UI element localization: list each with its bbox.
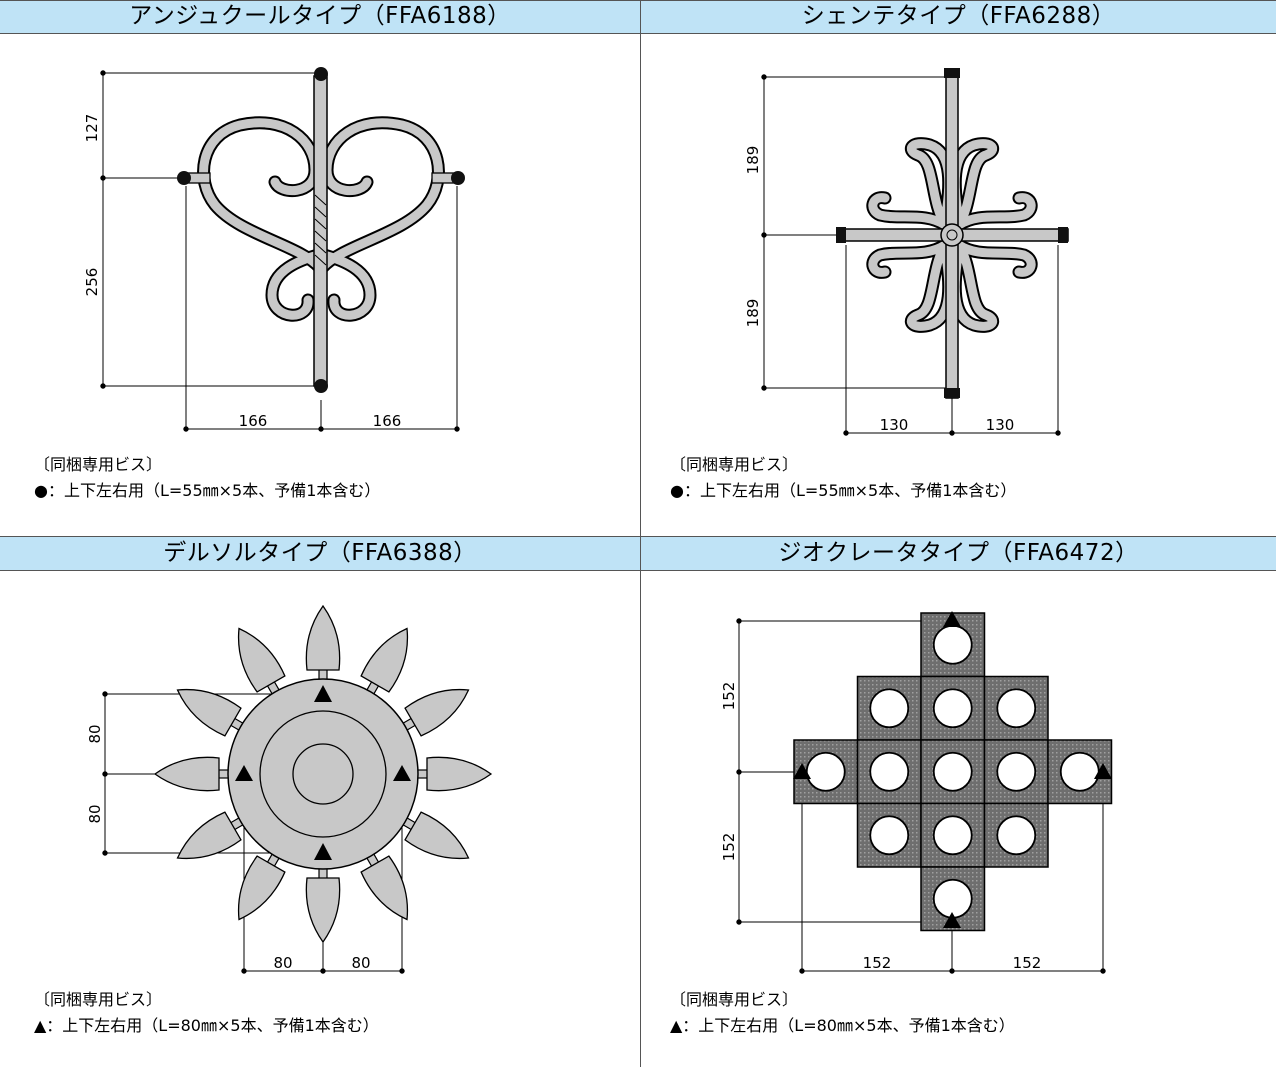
notes-title: 〔同梱専用ビス〕 bbox=[34, 455, 163, 474]
dim-189-top: 189 bbox=[744, 146, 762, 175]
dim-152-bottom: 152 bbox=[720, 833, 738, 862]
block-hole bbox=[805, 751, 846, 792]
dim-80-top: 80 bbox=[86, 724, 104, 743]
screw-notes: 〔同梱専用ビス〕 ●：上下左右用（L=55㎜×5本、予備1本含む） bbox=[670, 452, 1016, 504]
panel-angecoeur: アンジュクールタイプ（FFA6188） 127 256 166 166 bbox=[0, 0, 640, 536]
sciente-ornament bbox=[866, 137, 1038, 333]
geocrater-diagram: 152 152 152 152 bbox=[720, 611, 1113, 974]
panel-title: アンジュクールタイプ（FFA6188） bbox=[0, 0, 640, 34]
sun-ray bbox=[153, 756, 232, 792]
dim-152-right: 152 bbox=[1013, 954, 1042, 972]
block-hole bbox=[869, 815, 910, 856]
notes-title: 〔同梱専用ビス〕 bbox=[670, 455, 799, 474]
notes-line: ●：上下左右用（L=55㎜×5本、予備1本含む） bbox=[670, 481, 1017, 500]
panel-title: シェンテタイプ（FFA6288） bbox=[641, 0, 1276, 34]
block-hole bbox=[932, 688, 973, 729]
grid-divider-top bbox=[0, 0, 1276, 1]
notes-title: 〔同梱専用ビス〕 bbox=[670, 990, 799, 1009]
sun-ray bbox=[305, 865, 341, 944]
dim-152-left: 152 bbox=[863, 954, 892, 972]
dim-130-left: 130 bbox=[880, 416, 909, 434]
geocrater-blocks bbox=[793, 612, 1113, 932]
block-hole bbox=[996, 751, 1037, 792]
sun-ray bbox=[414, 756, 493, 792]
dim-166-left: 166 bbox=[239, 412, 268, 430]
angecoeur-ornament bbox=[197, 116, 445, 322]
block-hole bbox=[932, 815, 973, 856]
notes-line: ▲：上下左右用（L=80㎜×5本、予備1本含む） bbox=[34, 1016, 379, 1035]
dim-127: 127 bbox=[83, 114, 101, 143]
notes-title: 〔同梱専用ビス〕 bbox=[34, 990, 163, 1009]
dim-166-right: 166 bbox=[373, 412, 402, 430]
dim-130-right: 130 bbox=[986, 416, 1015, 434]
block-hole bbox=[932, 878, 973, 919]
dim-189-bottom: 189 bbox=[744, 299, 762, 328]
dim-256: 256 bbox=[83, 268, 101, 297]
dim-80-left: 80 bbox=[273, 954, 292, 972]
delsol-diagram: 80 80 80 80 bbox=[86, 604, 493, 974]
block-hole bbox=[996, 688, 1037, 729]
block-hole bbox=[1059, 751, 1100, 792]
panel-sciente: シェンテタイプ（FFA6288） 189 189 130 130 bbox=[641, 0, 1276, 536]
sun-ray bbox=[305, 604, 341, 683]
screw-notes: 〔同梱専用ビス〕 ▲：上下左右用（L=80㎜×5本、予備1本含む） bbox=[34, 987, 379, 1039]
screw-notes: 〔同梱専用ビス〕 ▲：上下左右用（L=80㎜×5本、予備1本含む） bbox=[670, 987, 1015, 1039]
panel-delsol: デルソルタイプ（FFA6388） 80 80 80 80 〔同梱専 bbox=[0, 537, 640, 1067]
notes-line: ●：上下左右用（L=55㎜×5本、予備1本含む） bbox=[34, 481, 381, 500]
block-hole bbox=[869, 751, 910, 792]
block-hole bbox=[996, 815, 1037, 856]
dim-80-right: 80 bbox=[351, 954, 370, 972]
block-hole bbox=[932, 624, 973, 665]
angecoeur-diagram: 127 256 166 166 bbox=[83, 67, 465, 432]
screw-notes: 〔同梱専用ビス〕 ●：上下左右用（L=55㎜×5本、予備1本含む） bbox=[34, 452, 380, 504]
sciente-diagram: 189 189 130 130 bbox=[744, 68, 1069, 436]
dim-80-bottom: 80 bbox=[86, 804, 104, 823]
panel-title: デルソルタイプ（FFA6388） bbox=[0, 537, 640, 571]
block-hole bbox=[932, 751, 973, 792]
grid-divider-vertical bbox=[640, 0, 641, 1067]
grid-divider-middle bbox=[0, 536, 1276, 537]
panel-geocrater: ジオクレータタイプ（FFA6472） 152 152 152 152 bbox=[641, 537, 1276, 1067]
notes-line: ▲：上下左右用（L=80㎜×5本、予備1本含む） bbox=[670, 1016, 1015, 1035]
panel-title: ジオクレータタイプ（FFA6472） bbox=[641, 537, 1276, 571]
block-hole bbox=[869, 688, 910, 729]
dim-152-top: 152 bbox=[720, 682, 738, 711]
